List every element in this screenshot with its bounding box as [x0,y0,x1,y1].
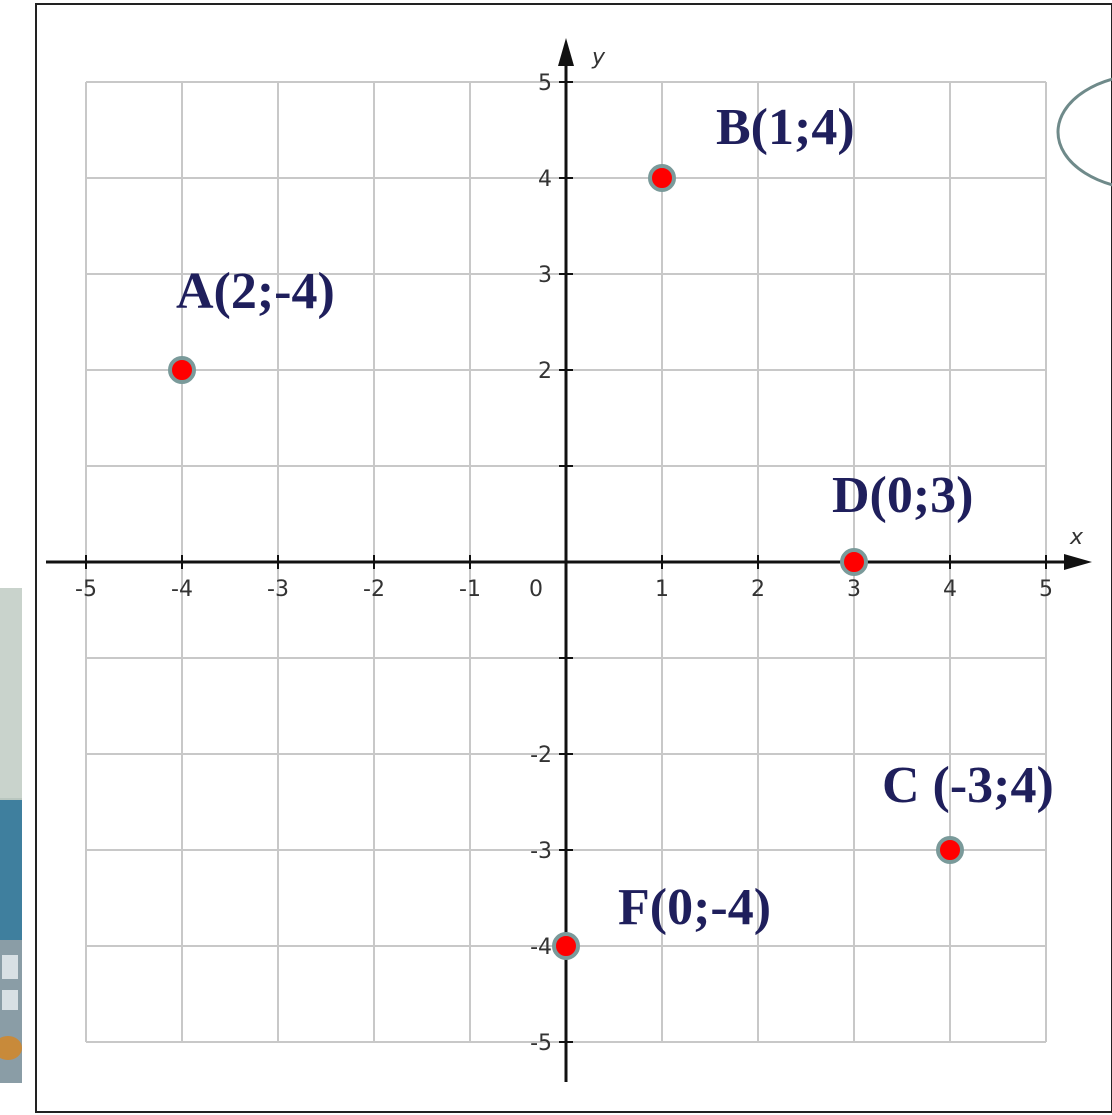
y-tick-label: 3 [538,263,552,288]
point-b-label: B(1;4) [716,99,855,156]
y-axis-arrow [558,38,574,66]
y-tick-label: -3 [530,839,552,864]
point-c-marker [936,836,964,864]
slide-frame [35,3,1112,1113]
y-tick-label: 5 [538,71,552,96]
y-tick-label: 2 [538,359,552,384]
x-tick-label: 4 [943,577,957,602]
point-a-label: A(2;-4) [176,263,335,320]
x-axis-arrow [1064,554,1092,570]
x-axis-name: x [1069,525,1084,550]
point-c-label: C (-3;4) [882,757,1054,814]
background-photo [0,588,22,1083]
x-tick-label: 1 [655,577,669,602]
point-b-marker [648,164,676,192]
x-tick-label: -3 [267,577,289,602]
x-tick-label: -1 [459,577,481,602]
y-tick-label: -2 [530,743,552,768]
points: A(2;-4) B(1;4) D(0;3) C (-3;4) F(0;-4) [168,99,1054,960]
x-tick-label: -2 [363,577,385,602]
x-tick-label: 5 [1039,577,1053,602]
point-d-label: D(0;3) [832,467,974,524]
point-f-label: F(0;-4) [618,879,771,936]
y-tick-label: -5 [530,1031,552,1056]
decorative-oval [1056,77,1112,187]
origin-label: 0 [529,577,543,602]
x-tick-label: 3 [847,577,861,602]
y-tick-label: -4 [530,935,552,960]
point-a-marker [168,356,196,384]
point-f-marker [552,932,580,960]
y-axis-name: y [591,45,606,70]
tick-labels: -5 -4 -3 -2 -1 1 2 3 4 5 0 5 4 3 2 -2 -3 -4 -5 [75,71,1053,1056]
point-d-marker [840,548,868,576]
x-tick-label: -5 [75,577,97,602]
y-tick-label: 4 [538,167,552,192]
x-tick-label: 2 [751,577,765,602]
x-tick-label: -4 [171,577,193,602]
